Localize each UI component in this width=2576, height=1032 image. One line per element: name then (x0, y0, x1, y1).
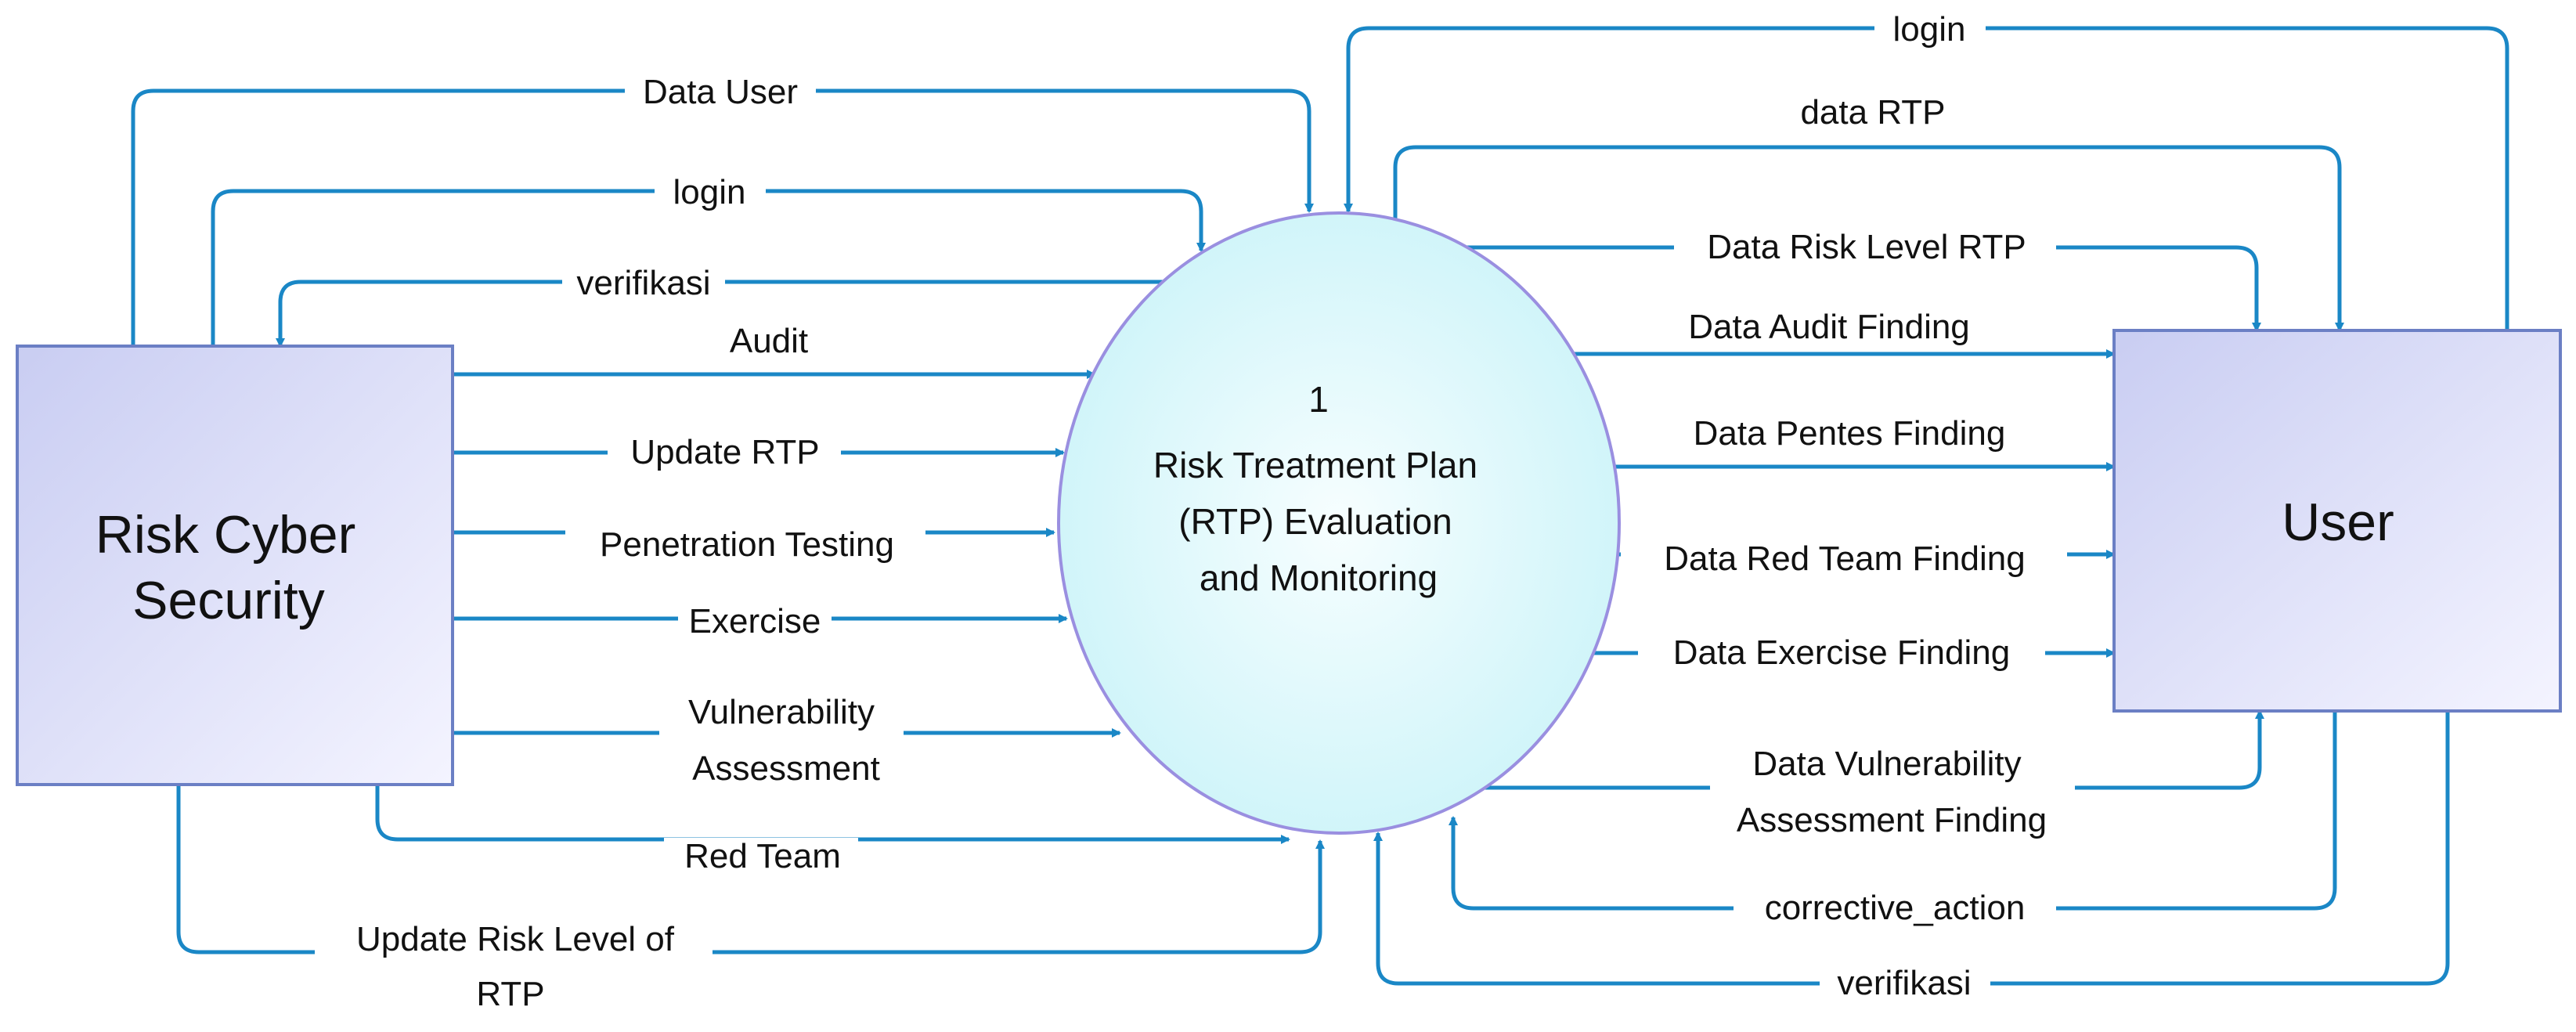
flow-label-data-risk-level-rtp: Data Risk Level RTP (1674, 227, 2056, 268)
svg-text:data RTP: data RTP (1800, 93, 1945, 132)
flow-label-data-red-team-finding: Data Red Team Finding (1621, 539, 2067, 579)
external-entity-user (2112, 329, 2562, 713)
flow-label-update-risk-level: Update Risk Level of RTP (315, 919, 713, 1013)
flow-label-red-team: Red Team (664, 837, 858, 879)
external-entity-risk-cyber-security (16, 345, 454, 786)
svg-text:Audit: Audit (730, 322, 808, 360)
entity-label-user: User (2282, 493, 2394, 552)
flow-red-team (375, 785, 1290, 844)
flow-update-risk-level (176, 785, 1325, 954)
flow-login-right (1344, 26, 2509, 330)
svg-text:Data Audit Finding: Data Audit Finding (1688, 308, 1970, 346)
flow-verifikasi-left (276, 280, 1168, 348)
svg-text:Data Risk Level RTP: Data Risk Level RTP (1707, 228, 2026, 266)
svg-text:Data Exercise Finding: Data Exercise Finding (1673, 633, 2010, 672)
flow-label-data-vulnerability-assessment-finding: Data Vulnerability Assessment Finding (1710, 739, 2075, 841)
svg-text:Penetration Testing: Penetration Testing (600, 525, 894, 564)
process-circle (1057, 211, 1621, 835)
flow-label-login-right: login (1874, 9, 1986, 50)
flow-label-update-rtp: Update RTP (608, 432, 841, 473)
svg-text:Assessment: Assessment (692, 749, 880, 788)
flow-label-data-exercise-finding: Data Exercise Finding (1638, 633, 2045, 673)
flow-label-penetration-testing: Penetration Testing (565, 525, 925, 565)
process-label-line-1: Risk Treatment Plan (1153, 445, 1477, 485)
flow-label-exercise: Exercise (678, 601, 832, 642)
flow-label-verifikasi-right: verifikasi (1820, 963, 1990, 1004)
process-label-line-3: and Monitoring (1200, 557, 1438, 598)
svg-text:login: login (673, 173, 746, 211)
svg-text:Data Vulnerability: Data Vulnerability (1752, 745, 2021, 783)
svg-text:RTP: RTP (476, 975, 544, 1013)
svg-text:Vulnerability: Vulnerability (688, 693, 875, 731)
flow-data-risk-level-rtp (1445, 245, 2261, 332)
flow-label-data-rtp: data RTP (1800, 93, 1945, 132)
process-number: 1 (1308, 379, 1329, 420)
svg-text:login: login (1893, 10, 1966, 49)
flow-label-data-pentes-finding: Data Pentes Finding (1694, 414, 2006, 453)
svg-text:Assessment Finding: Assessment Finding (1737, 801, 2047, 839)
entity-label-line-2: Security (132, 571, 325, 630)
svg-text:Data Pentes Finding: Data Pentes Finding (1694, 414, 2006, 453)
svg-text:corrective_action: corrective_action (1765, 889, 2026, 927)
flow-label-corrective-action: corrective_action (1734, 888, 2056, 929)
flow-label-audit: Audit (730, 322, 808, 360)
svg-text:Update Risk Level of: Update Risk Level of (356, 920, 675, 958)
flow-label-login-left: login (655, 172, 766, 213)
svg-text:verifikasi: verifikasi (1837, 964, 1971, 1002)
flow-data-user (131, 88, 1314, 346)
svg-text:Red Team: Red Team (684, 837, 841, 875)
flow-data-vulnerability-assessment-finding (1470, 709, 2264, 790)
svg-text:Data User: Data User (643, 73, 798, 111)
flow-label-vulnerability-assessment: Vulnerability Assessment (659, 686, 904, 788)
flow-data-rtp (1393, 145, 2344, 332)
svg-text:verifikasi: verifikasi (576, 264, 710, 302)
process-label-line-2: (RTP) Evaluation (1178, 501, 1452, 542)
svg-text:Exercise: Exercise (689, 602, 821, 640)
flow-label-verifikasi-left: verifikasi (562, 263, 725, 304)
flow-label-data-user: Data User (625, 72, 816, 113)
entity-label-line-1: Risk Cyber (96, 505, 356, 565)
flow-label-data-audit-finding: Data Audit Finding (1688, 308, 1970, 346)
svg-text:Data Red Team Finding: Data Red Team Finding (1664, 539, 2025, 578)
svg-text:Update RTP: Update RTP (630, 433, 819, 471)
